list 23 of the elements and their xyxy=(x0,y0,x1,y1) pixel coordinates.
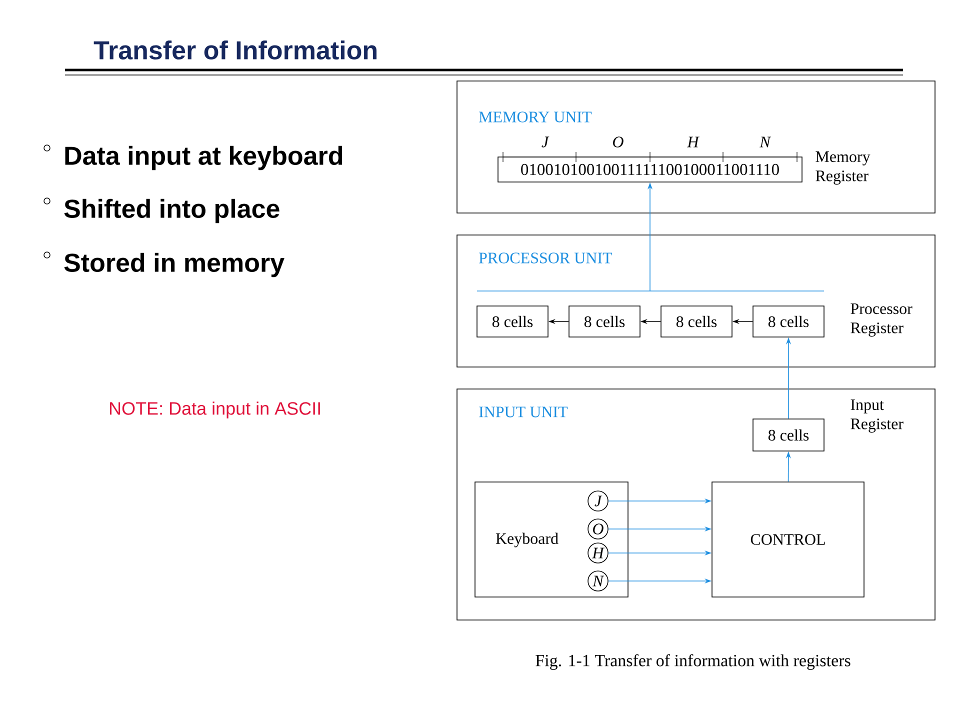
title: Transfer of Information xyxy=(94,40,376,60)
register-box: 01001010010011111100100011001110 xyxy=(498,156,802,182)
field-letter: J xyxy=(542,136,550,148)
unit-heading: INPUT UNIT xyxy=(479,406,568,418)
control-box: CONTROL xyxy=(712,482,864,598)
cell-box: 8 cells xyxy=(476,306,548,338)
bullet-point: Data input at keyboard xyxy=(44,144,342,170)
register-caption: Memory Register xyxy=(816,151,870,185)
cell-box: 8 cells xyxy=(660,306,732,338)
cell-box: 8 cells xyxy=(752,306,824,338)
unit-heading: MEMORY UNIT xyxy=(479,112,592,122)
figure-caption: Fig. 1-1 Transfer of information with registers xyxy=(536,654,850,670)
note: NOTE: Data input in ASCII xyxy=(110,402,320,418)
field-letter: N xyxy=(760,136,772,148)
register-caption: Input Register xyxy=(850,399,904,433)
bullet-point: Stored in memory xyxy=(44,252,284,278)
bullet-point: Shifted into place xyxy=(44,198,280,224)
field-letter: O xyxy=(613,136,624,148)
unit-heading: PROCESSOR UNIT xyxy=(479,252,612,264)
cell-box: 8 cells xyxy=(752,418,824,452)
field-letter: H xyxy=(687,136,700,148)
register-caption: Processor Register xyxy=(850,303,912,337)
cell-box: 8 cells xyxy=(568,306,640,338)
